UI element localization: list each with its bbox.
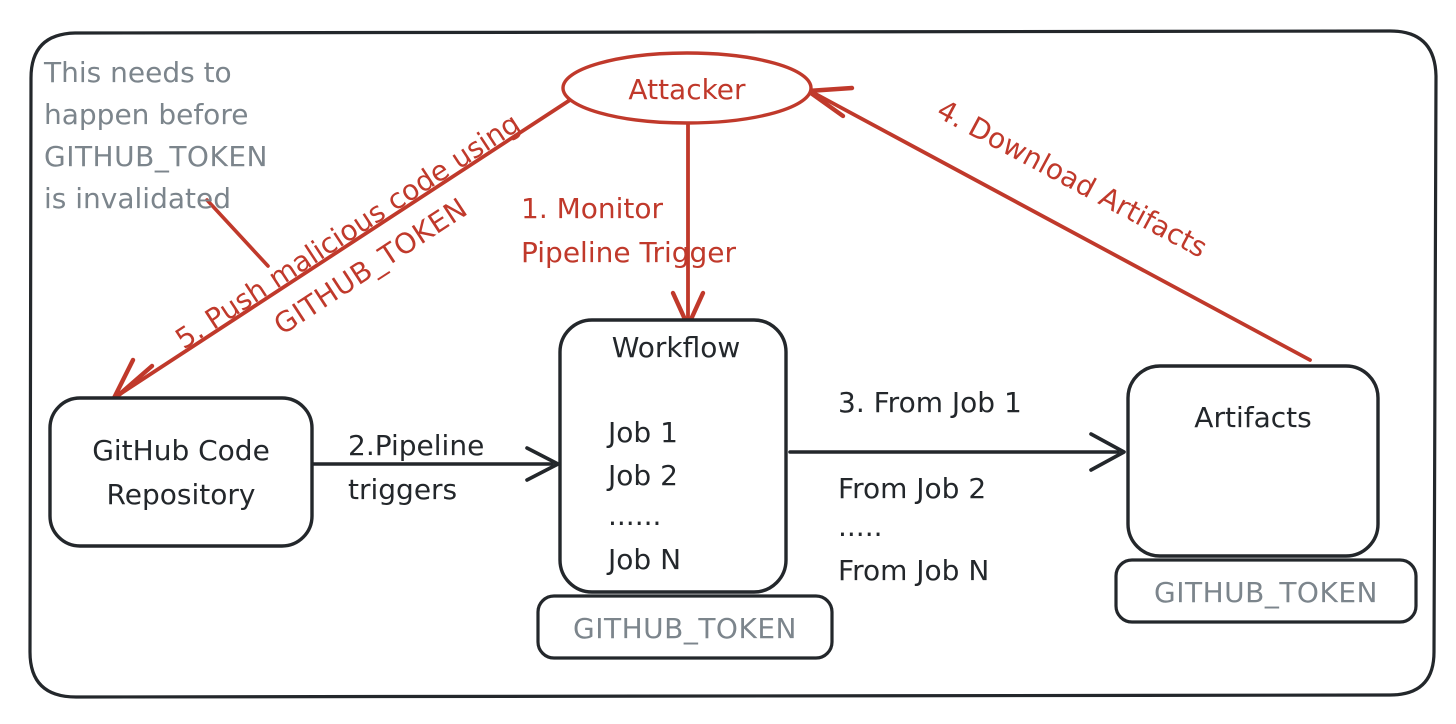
edge-from-job-label-line-4: From Job N — [838, 554, 989, 587]
edge-monitor-label-line-2: Pipeline Trigger — [521, 236, 737, 269]
annotation-line-3: GITHUB_TOKEN — [44, 140, 268, 173]
edge-download-artifacts-label-group: 4. Download Artifacts — [932, 93, 1213, 264]
node-workflow[interactable] — [558, 318, 788, 594]
annotation-pointer-line — [205, 198, 270, 268]
artifacts-token-pill[interactable] — [1114, 558, 1418, 624]
node-workflow-job-ellipsis: ...... — [608, 499, 661, 532]
node-attacker[interactable] — [561, 51, 813, 125]
node-github-code-repository[interactable] — [48, 396, 314, 548]
annotation-line-2: happen before — [44, 98, 248, 131]
edge-from-job-label-line-1: 3. From Job 1 — [838, 386, 1022, 419]
edge-pipeline-triggers-arrowhead — [525, 446, 560, 482]
node-workflow-title: Workflow — [612, 331, 741, 364]
artifacts-token-label: GITHUB_TOKEN — [1154, 576, 1378, 609]
edge-pipeline-label-line-2: triggers — [348, 473, 457, 506]
annotation-line-4: is invalidated — [44, 182, 231, 215]
edge-from-job-label-ellipsis: ..... — [838, 510, 883, 543]
node-attacker-label: Attacker — [628, 73, 746, 106]
workflow-token-label: GITHUB_TOKEN — [573, 612, 797, 645]
edge-monitor-label-line-1: 1. Monitor — [521, 192, 664, 225]
node-artifacts[interactable] — [1126, 364, 1380, 558]
node-repository-label-line-1: GitHub Code — [92, 434, 270, 467]
outer-frame — [28, 29, 1438, 699]
annotation-line-1: This needs to — [43, 56, 232, 89]
node-workflow-job-n: Job N — [606, 543, 681, 576]
node-workflow-job-2: Job 2 — [606, 459, 678, 492]
node-repository-label-line-2: Repository — [107, 478, 256, 511]
edge-download-artifacts-label: 4. Download Artifacts — [932, 93, 1213, 264]
node-workflow-job-1: Job 1 — [606, 416, 678, 449]
workflow-token-pill[interactable] — [536, 594, 834, 660]
edge-download-artifacts — [810, 90, 1312, 362]
edge-pipeline-label-line-1: 2.Pipeline — [348, 429, 484, 462]
edge-from-job-label-line-2: From Job 2 — [838, 472, 986, 505]
edge-push-malicious-code — [115, 98, 572, 398]
edge-workflow-to-artifacts-arrowhead — [1089, 432, 1126, 472]
node-artifacts-title: Artifacts — [1194, 401, 1311, 434]
